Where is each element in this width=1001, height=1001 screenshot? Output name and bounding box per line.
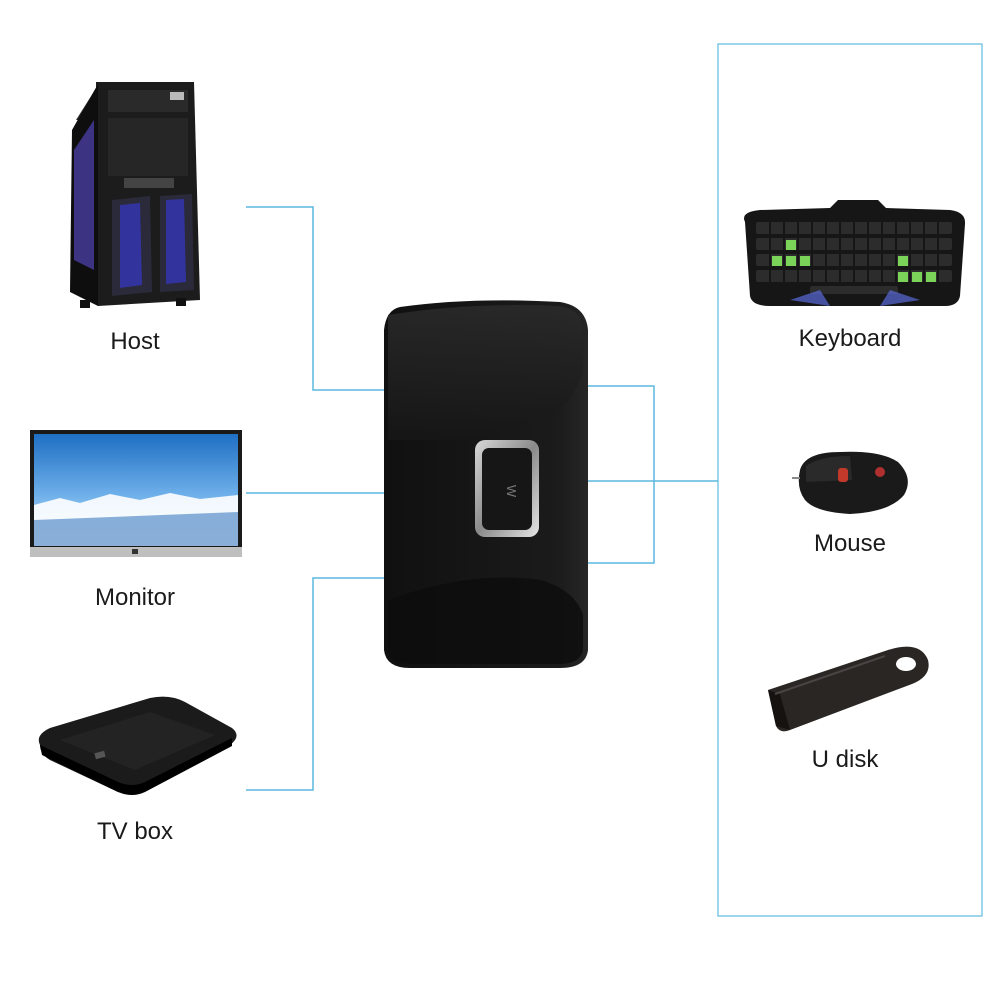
device-label-tvbox: TV box xyxy=(96,818,174,845)
device-label-udisk: U disk xyxy=(811,746,879,773)
device-label-monitor: Monitor xyxy=(94,584,176,611)
device-label-mouse: Mouse xyxy=(813,530,887,557)
switch-button-text: W xyxy=(504,485,519,498)
host-connector-line xyxy=(246,206,385,391)
peripheral-panel-frame xyxy=(717,43,983,917)
tvbox-connector-line xyxy=(246,577,385,791)
switch-output-bracket xyxy=(586,385,655,564)
device-label-host: Host xyxy=(110,328,160,355)
device-label-keyboard: Keyboard xyxy=(798,325,902,352)
